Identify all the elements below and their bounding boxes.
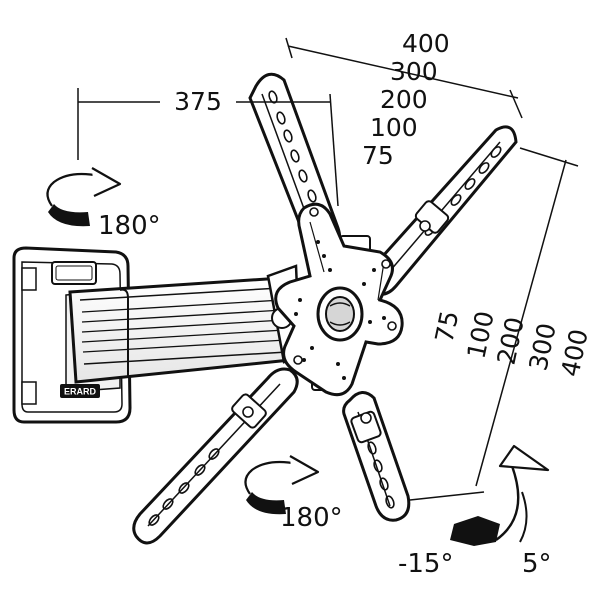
tilt-down-label: -15° <box>398 549 453 579</box>
arm-swivel-arrow-icon <box>46 167 122 227</box>
brand-logo: ERARD <box>64 387 97 397</box>
horizontal-vesa-value: 300 <box>390 57 438 86</box>
bracket-lower-right <box>342 391 411 522</box>
tilt-arrow-icon <box>450 444 550 546</box>
vertical-vesa-value: 75 <box>430 308 465 345</box>
arm-extension-dimension <box>77 88 339 207</box>
tilt-up-label: 5° <box>522 549 552 579</box>
plate-swivel-arrow-icon <box>244 455 320 515</box>
horizontal-vesa-list: 400 300 200 100 75 <box>362 29 450 170</box>
arm-swivel-label: 180° <box>98 211 161 241</box>
horizontal-vesa-value: 100 <box>370 113 418 142</box>
vertical-vesa-value: 300 <box>524 321 562 374</box>
vertical-vesa-dimension <box>409 147 579 501</box>
horizontal-vesa-dimension <box>285 37 523 119</box>
arm-extension-label: 375 <box>174 87 222 116</box>
bracket-lower-left <box>132 367 299 545</box>
horizontal-vesa-value: 75 <box>362 141 394 170</box>
plate-swivel-label: 180° <box>280 503 343 533</box>
horizontal-vesa-value: 400 <box>402 29 450 58</box>
brand-badge <box>60 384 100 398</box>
vertical-vesa-list: 75 100 200 300 400 <box>430 308 594 379</box>
horizontal-vesa-value: 200 <box>380 85 428 114</box>
swivel-plate <box>274 202 404 397</box>
vertical-vesa-value: 400 <box>556 327 594 380</box>
